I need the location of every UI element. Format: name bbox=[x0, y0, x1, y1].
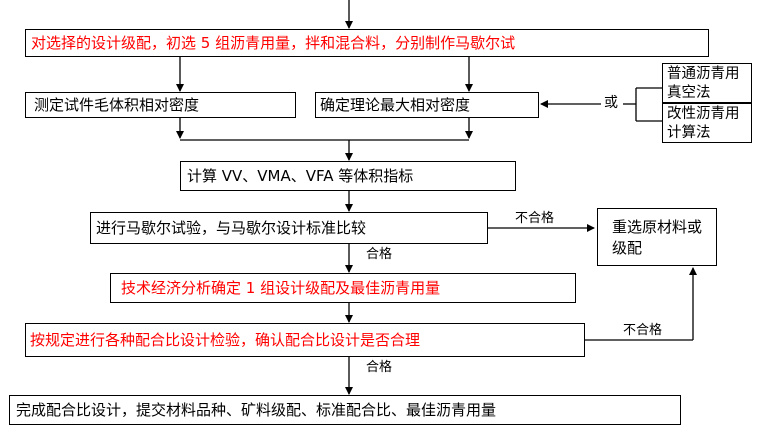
fail-label-2: 不合格 bbox=[623, 323, 663, 338]
method-vacuum: 普通沥青用真空法 bbox=[662, 63, 752, 103]
step-initial-asphalt-content: 对选择的设计级配，初选 5 组沥青用量，拌和混合料，分别制作马歇尔试 bbox=[25, 29, 709, 57]
fail-label-1: 不合格 bbox=[515, 211, 555, 226]
method-calculation: 改性沥青用计算法 bbox=[662, 103, 752, 143]
step-complete-design: 完成配合比设计，提交材料品种、矿料级配、标准配合比、最佳沥青用量 bbox=[9, 395, 681, 425]
step-mix-design-verification: 按规定进行各种配合比设计检验，确认配合比设计是否合理 bbox=[25, 323, 585, 357]
pass-label-1: 合格 bbox=[366, 247, 393, 262]
step-volumetric-indices: 计算 VV、VMA、VFA 等体积指标 bbox=[180, 161, 516, 191]
step-determine-optimum: 技术经济分析确定 1 组设计级配及最佳沥青用量 bbox=[110, 273, 576, 303]
step-max-theoretical-density: 确定理论最大相对密度 bbox=[315, 92, 539, 118]
pass-label-2: 合格 bbox=[366, 360, 393, 375]
step-bulk-density: 测定试件毛体积相对密度 bbox=[25, 92, 296, 118]
step-marshall-test: 进行马歇尔试验，与马歇尔设计标准比较 bbox=[90, 212, 488, 244]
reselect-materials-box: 重选原材料或级配 bbox=[597, 208, 717, 266]
or-label: 或 bbox=[604, 95, 618, 111]
